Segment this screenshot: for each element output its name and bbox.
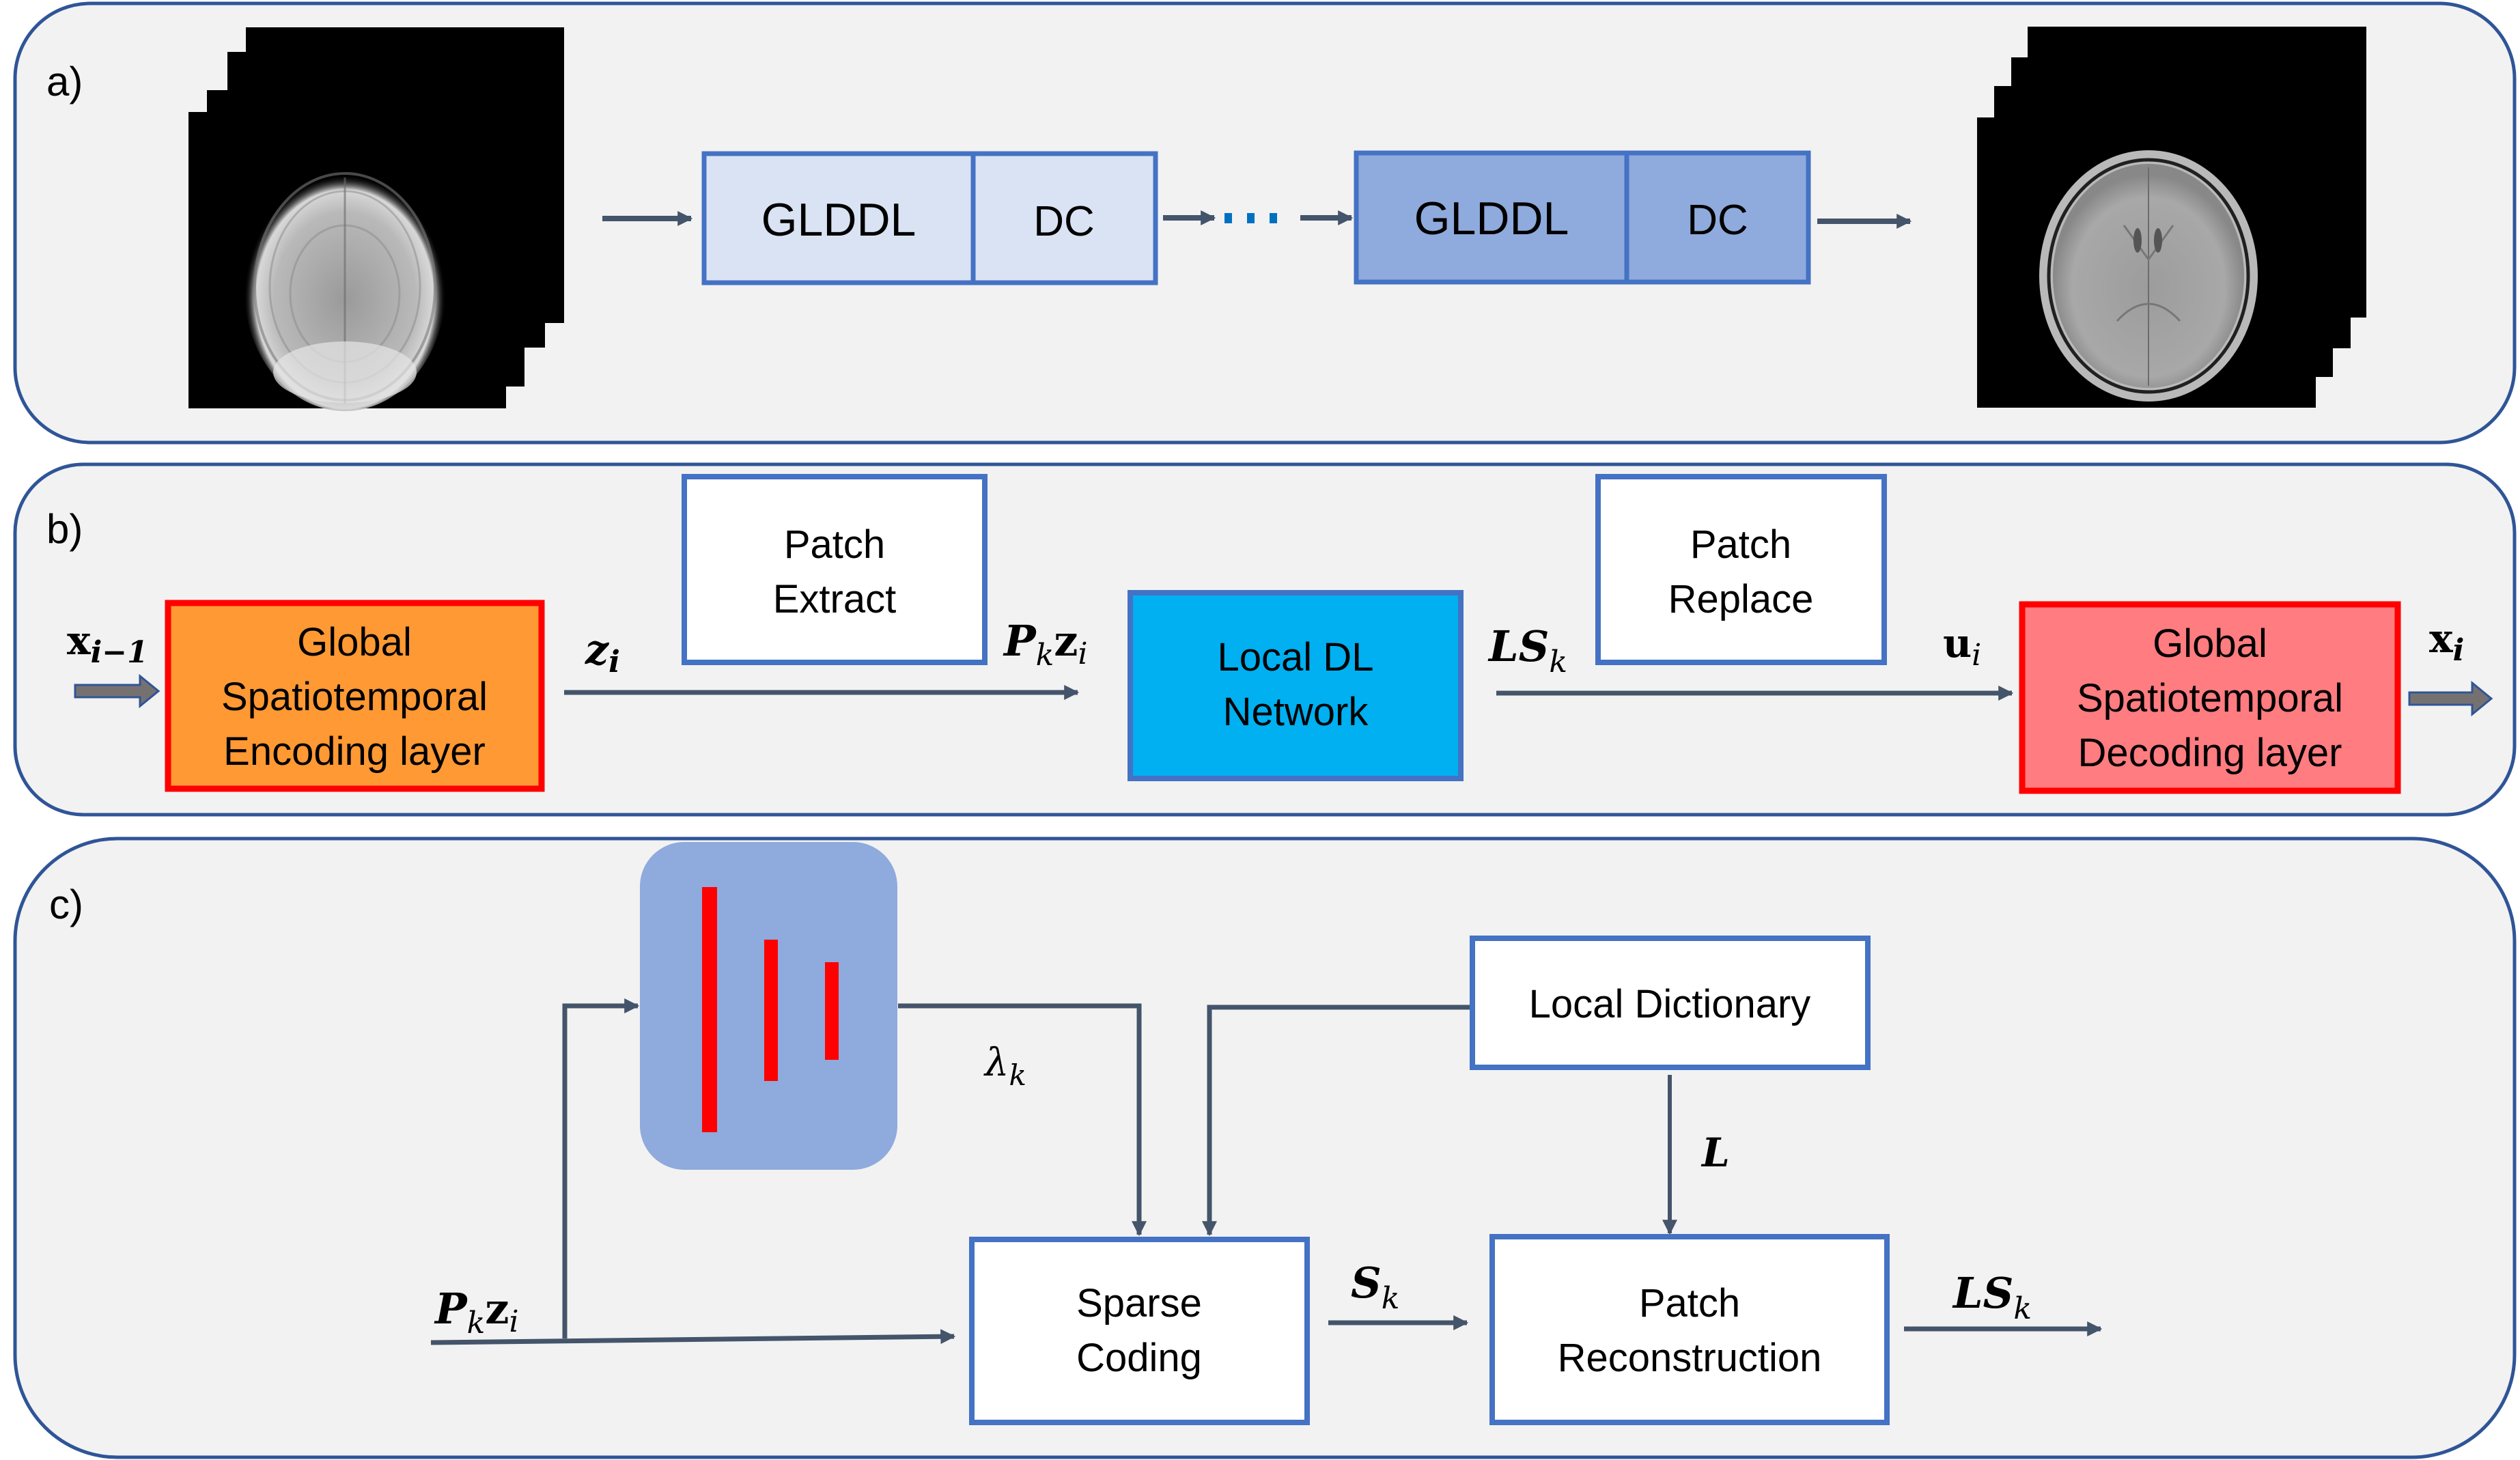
panel-c: c) λk Local Dictionary L Pkzi Sparse: [13, 837, 2517, 1459]
lambda-arrow: [898, 1003, 1147, 1237]
sparse-coding-line-2: Coding: [1076, 1336, 1202, 1380]
output-ls-label: LSk: [1952, 1268, 2032, 1326]
threshold-bar-2: [764, 940, 778, 1081]
output-block-arrow: [2408, 680, 2493, 717]
s-label: Sk: [1351, 1258, 1399, 1316]
local-dl-network-box: Local DL Network: [1128, 590, 1464, 781]
ellipsis-dots: [1224, 213, 1277, 223]
stage-n-dc-label: DC: [1687, 197, 1748, 244]
input-x-label: xi−1: [67, 617, 148, 670]
stage-n-block: GLDDL DC: [1354, 150, 1811, 285]
patch-extract-box: Patch Extract: [682, 474, 988, 665]
local-dl-line-1: Local DL: [1218, 635, 1374, 679]
input-mr-image-stack: [188, 27, 564, 411]
input-branch-to-threshold: [562, 998, 640, 1338]
panel-a: a) GLDDL DC: [13, 1, 2517, 445]
decoder-box: Global Spatiotemporal Decoding layer: [2019, 601, 2401, 794]
patch-replace-line-1: Patch: [1690, 522, 1791, 567]
lambda-label: λk: [983, 1041, 1026, 1092]
z-label: zi: [585, 626, 620, 679]
dictionary-to-sparse-arrow: [1202, 1005, 1470, 1237]
local-dictionary-box: Local Dictionary: [1470, 936, 1871, 1070]
threshold-bar-3: [825, 962, 839, 1060]
threshold-bar-1: [702, 887, 717, 1132]
patch-extract-line-1: Patch: [784, 522, 885, 567]
stage1-dc-label: DC: [1033, 198, 1095, 245]
encoder-line-1: Global: [297, 620, 412, 664]
patch-reconstruction-box: Patch Reconstruction: [1489, 1234, 1890, 1425]
output-mr-image-stack: [1977, 27, 2366, 408]
patch-reconstruction-line-1: Patch: [1639, 1281, 1740, 1325]
decoder-line-2: Spatiotemporal: [2077, 676, 2343, 720]
pz-label: Pkzi: [1003, 616, 1088, 673]
input-arrow-to-sparse: [430, 1329, 956, 1345]
panel-a-frame: [13, 1, 2517, 445]
threshold-module: [640, 842, 897, 1170]
patch-reconstruction-line-2: Reconstruction: [1558, 1336, 1822, 1380]
input-block-arrow: [74, 673, 160, 709]
patch-replace-line-2: Replace: [1668, 577, 1814, 621]
panel-c-label: c): [49, 882, 83, 927]
stage1-glddl-label: GLDDL: [761, 194, 916, 246]
encoder-box: Global Spatiotemporal Encoding layer: [165, 600, 545, 792]
output-x-label: xi: [2429, 615, 2464, 668]
L-label: L: [1700, 1129, 1730, 1176]
u-label: ui: [1943, 620, 1981, 673]
panel-b: b) xi−1 Global Spatiotemporal Encoding l…: [13, 462, 2517, 817]
patch-extract-line-2: Extract: [773, 577, 897, 621]
local-dictionary-label: Local Dictionary: [1529, 982, 1811, 1026]
panel-b-label: b): [46, 506, 83, 552]
stage1-block: GLDDL DC: [701, 151, 1158, 285]
local-dl-line-2: Network: [1223, 690, 1369, 734]
stage-n-glddl-label: GLDDL: [1414, 193, 1569, 244]
sparse-coding-line-1: Sparse: [1076, 1281, 1202, 1325]
sparse-coding-box: Sparse Coding: [969, 1237, 1310, 1425]
decoder-line-1: Global: [2153, 621, 2267, 666]
panel-a-label: a): [46, 59, 83, 104]
encoder-line-3: Encoding layer: [223, 729, 486, 774]
input-pz-label: Pkzi: [434, 1284, 519, 1340]
encoder-line-2: Spatiotemporal: [221, 675, 488, 719]
decoder-line-3: Decoding layer: [2078, 731, 2342, 775]
patch-replace-box: Patch Replace: [1595, 474, 1887, 665]
ls-label: LSk: [1487, 621, 1567, 679]
